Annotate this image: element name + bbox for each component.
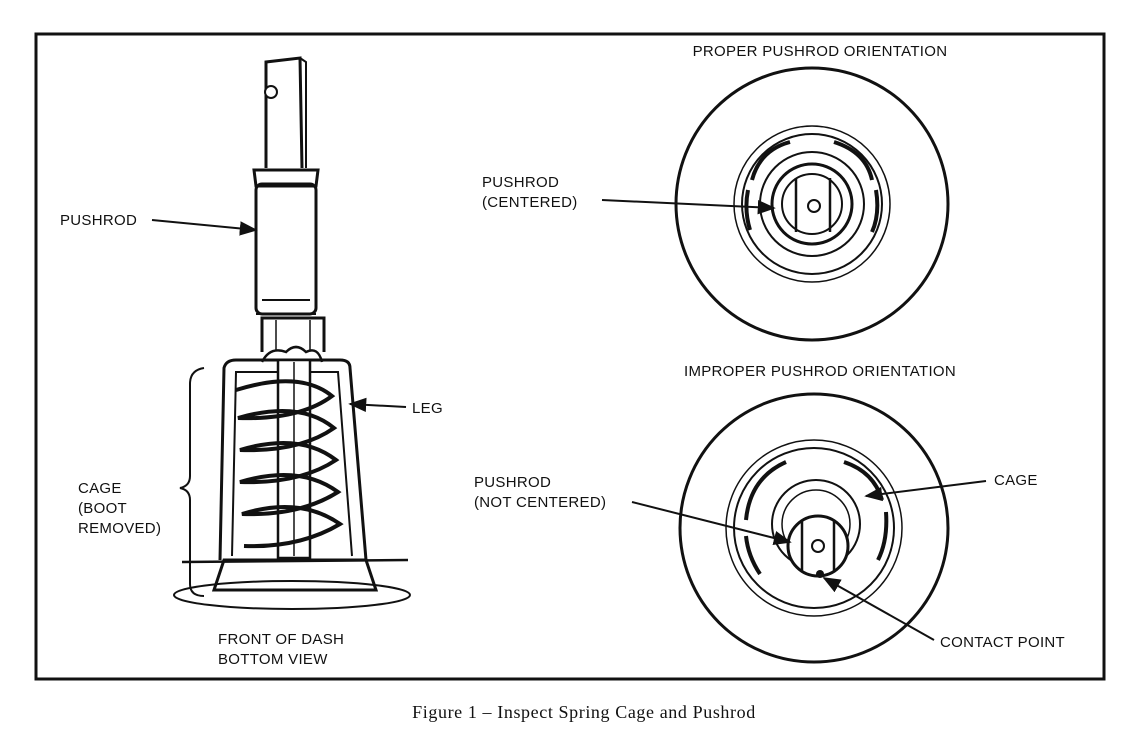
leg-label: LEG — [412, 400, 443, 417]
improper-pushrod-label-line1: PUSHROD — [474, 474, 551, 491]
view-label-line1: FRONT OF DASH — [218, 631, 344, 648]
view-label-line2: BOTTOM VIEW — [218, 651, 328, 668]
contact-point-label: CONTACT POINT — [940, 634, 1065, 651]
cage-label-line1: CAGE — [78, 480, 122, 497]
improper-orientation-view — [678, 392, 950, 664]
proper-pushrod-label-line2: (CENTERED) — [482, 194, 578, 211]
spring-cage-illustration — [173, 56, 411, 610]
cage-callout-arrow — [864, 480, 987, 502]
cage-label-line2: (BOOT — [78, 500, 127, 517]
improper-pushrod-arrow — [631, 501, 792, 546]
improper-title: IMPROPER PUSHROD ORIENTATION — [684, 363, 956, 380]
pushrod-arrow — [151, 219, 258, 236]
leg-arrow — [348, 397, 407, 413]
cage-label-line3: REMOVED) — [78, 520, 161, 537]
pushrod-label: PUSHROD — [60, 212, 137, 229]
proper-title: PROPER PUSHROD ORIENTATION — [693, 43, 948, 60]
proper-pushrod-label-line1: PUSHROD — [482, 174, 559, 191]
figure-caption: Figure 1 – Inspect Spring Cage and Pushr… — [412, 702, 756, 722]
cage-callout-label: CAGE — [994, 472, 1038, 489]
proper-pushrod-arrow — [601, 199, 776, 215]
figure-frame — [34, 32, 1106, 681]
improper-pushrod-label-line2: (NOT CENTERED) — [474, 494, 606, 511]
contact-point-arrow — [822, 577, 935, 641]
proper-orientation-view — [674, 66, 950, 342]
